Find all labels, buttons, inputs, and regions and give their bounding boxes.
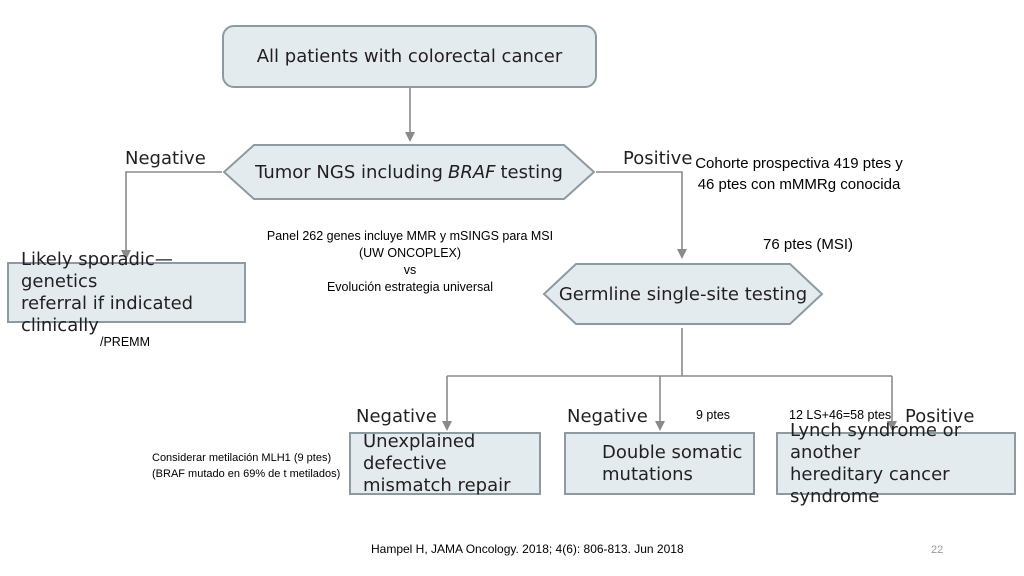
node-germline-testing-label: Germline single-site testing [558,283,808,305]
node-double-somatic-line1: Double somatic [602,441,743,463]
node-likely-sporadic: Likely sporadic—genetics referral if ind… [7,249,246,336]
annotation-methylation-line2: (BRAF mutado en 69% de t metilados) [152,468,341,480]
node-lynch-syndrome-line2: hereditary cancer syndrome [790,463,950,507]
annotation-somatic-count: 9 ptes [696,408,731,422]
node-tumor-ngs-label: Tumor NGS including BRAF testing [222,143,596,201]
node-unexplained-dmmr-line2: mismatch repair [363,474,511,496]
footer-citation: Hampel H, JAMA Oncology. 2018; 4(6): 806… [371,542,684,556]
edge-label-bottom-positive: Positive [905,406,975,427]
node-all-patients-label: All patients with colorectal cancer [256,45,563,67]
node-double-somatic: Double somatic mutations [564,432,755,495]
annotation-panel-line2: (UW ONCOPLEX) [358,246,462,260]
node-unexplained-dmmr: Unexplained defective mismatch repair [349,430,541,496]
edge-label-bottom-negative-2: Negative [567,406,648,427]
annotation-methylation: Considerar metilación MLH1 (9 ptes) (BRA… [152,450,340,482]
node-all-patients: All patients with colorectal cancer [222,25,597,88]
node-tumor-ngs-suffix: testing [500,161,563,183]
node-unexplained-dmmr-line1: Unexplained defective [363,430,476,474]
node-double-somatic-line2: mutations [602,463,693,485]
node-germline-testing-shape [542,263,824,325]
edge-label-bottom-negative-1: Negative [356,406,437,427]
annotation-panel-line3: vs [403,263,417,277]
edge-label-top-positive: Positive [623,148,693,169]
annotation-panel-line4: Evolución estrategia universal [326,280,494,294]
arrow-ngs-to-sporadic [121,171,222,260]
arrow-ngs-to-germline [596,171,687,259]
node-lynch-syndrome: Lynch syndrome or another hereditary can… [776,420,1016,507]
node-tumor-ngs-text: Tumor NGS including [255,161,443,183]
annotation-premm: /PREMM [100,335,150,349]
node-germline-testing: Germline single-site testing [542,262,824,326]
node-likely-sporadic-line2: referral if indicated clinically [21,292,194,336]
node-likely-sporadic-line1: Likely sporadic—genetics [21,248,173,292]
annotation-cohort: Cohorte prospectiva 419 ptes y 46 ptes c… [694,153,904,195]
annotation-cohort-line1: Cohorte prospectiva 419 ptes y [695,155,903,172]
node-lynch-syndrome-line1: Lynch syndrome or another [790,419,962,463]
annotation-panel: Panel 262 genes incluye MMR y mSINGS par… [250,228,570,296]
annotation-lynch-count: 12 LS+46=58 ptes [789,408,892,422]
annotation-cohort-line2: 46 ptes con mMMRg conocida [697,176,901,193]
annotation-msi: 76 ptes (MSI) [763,236,854,253]
edge-label-top-negative: Negative [125,148,206,169]
annotation-panel-line1: Panel 262 genes incluye MMR y mSINGS par… [266,229,554,243]
node-tumor-ngs: Tumor NGS including BRAF testing [222,143,596,201]
node-tumor-ngs-braf: BRAF [447,161,496,183]
annotation-methylation-line1: Considerar metilación MLH1 (9 ptes) [152,452,332,464]
node-tumor-ngs-shape [222,144,596,200]
slide-page-number: 22 [931,544,944,556]
